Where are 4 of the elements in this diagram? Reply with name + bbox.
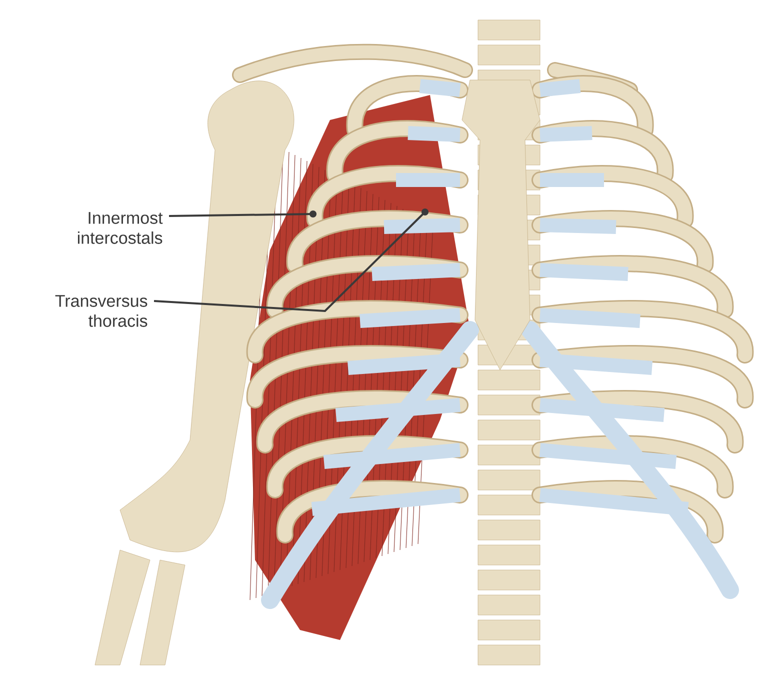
label-text: Innermost intercostals <box>78 212 163 244</box>
label-text: Transversus thoracis <box>55 295 148 327</box>
leader-line <box>154 208 428 312</box>
leader-line <box>169 210 316 218</box>
